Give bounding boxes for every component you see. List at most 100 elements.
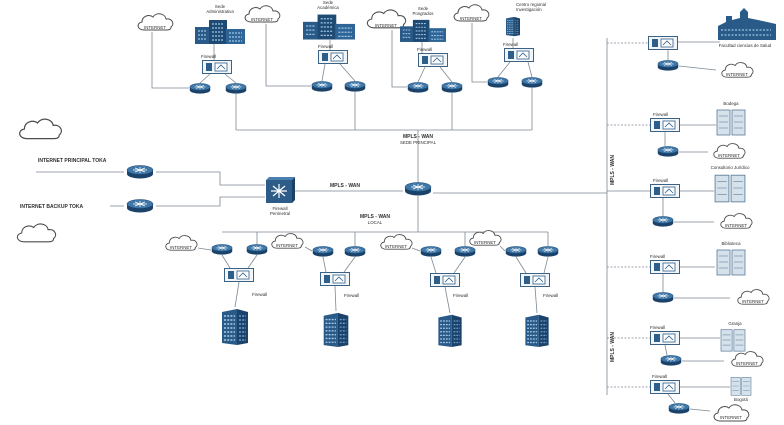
link-line — [156, 196, 265, 207]
router-icon — [652, 292, 674, 303]
link-line — [391, 30, 407, 88]
core-switch-icon — [265, 177, 295, 204]
firewall-icon — [318, 50, 348, 64]
link-line — [430, 256, 437, 274]
link-line — [534, 286, 538, 314]
link-line — [151, 32, 189, 89]
cloud-label: INTERNET — [726, 72, 748, 77]
link-line — [199, 73, 211, 84]
firewall-icon — [418, 53, 448, 67]
site-label: Investigación — [516, 7, 542, 12]
mpls-vertical-label: MPLS - WAN — [610, 332, 616, 362]
firewall-icon — [650, 118, 680, 132]
link-line — [321, 63, 326, 82]
cloud-label: INTERNET — [375, 23, 397, 28]
internet-principal-label: INTERNET PRINCIPAL TOKA — [38, 158, 107, 164]
firewall-icon — [224, 268, 254, 282]
site-label: Posgrados — [413, 11, 435, 16]
building-icon — [524, 314, 550, 347]
router-icon — [407, 82, 429, 93]
link-line — [221, 254, 231, 269]
firewall-label: Firewall — [652, 374, 667, 379]
link-line — [664, 344, 668, 356]
site-label: Facultad ciencias de Salud — [719, 43, 772, 48]
link-line — [411, 247, 421, 252]
connections — [36, 23, 730, 412]
firewall-icon — [202, 60, 232, 74]
link-line — [197, 247, 212, 251]
core-section: INTERNET PRINCIPAL TOKA INTERNET BACKUP … — [16, 118, 432, 243]
router-icon — [521, 77, 543, 88]
top-sites: INTERNET Sede Administrativa Firewall IN… — [137, 0, 546, 145]
link-line — [265, 24, 311, 87]
router-icon — [189, 83, 211, 94]
link-line — [234, 281, 240, 308]
mpls-sublabel: LOCAL — [368, 220, 383, 225]
link-line — [417, 66, 426, 83]
buildings-icon — [303, 13, 355, 40]
firewall-icon — [648, 36, 678, 50]
link-line — [439, 66, 453, 83]
cloud-label: INTERNET — [742, 299, 764, 304]
server-icon — [716, 249, 746, 276]
router-icon — [657, 60, 679, 71]
cloud-label: INTERNET — [736, 361, 758, 366]
cloud-label: INTERNET — [385, 244, 407, 249]
mpls-vertical-label: MPLS - WAN — [610, 155, 616, 185]
firewall-label: Firewall — [543, 293, 558, 298]
link-line — [515, 256, 527, 274]
firewall-label: Firewall — [201, 54, 216, 59]
firewall-label: Firewall — [344, 293, 359, 298]
router-icon — [657, 146, 679, 157]
site-label: Consultorio Jurídico — [711, 165, 750, 170]
site-label: Sede — [215, 4, 226, 9]
site-label: Sede — [323, 0, 334, 5]
server-icon — [720, 329, 746, 352]
firewall-icon — [650, 380, 680, 394]
link-line — [247, 254, 258, 269]
site-label: Bodega — [723, 101, 739, 106]
router-icon — [312, 246, 334, 257]
cloud-label: INTERNET — [460, 16, 482, 21]
link-line — [527, 61, 533, 78]
router-icon — [126, 199, 154, 213]
mpls-label: MPLS - WAN — [330, 183, 360, 189]
link-line — [497, 61, 511, 78]
link-line — [689, 408, 711, 412]
link-line — [453, 256, 466, 274]
router-icon — [311, 81, 333, 92]
firewall-label: Firewall — [417, 47, 432, 52]
link-line — [304, 246, 313, 252]
firewall-icon — [504, 48, 534, 62]
site-label: Granja — [728, 321, 742, 326]
router-icon — [454, 246, 476, 257]
cloud-label: INTERNET — [276, 243, 298, 248]
firewall-icon — [430, 273, 460, 287]
firewall-icon — [650, 260, 680, 274]
cloud-icon — [19, 118, 63, 140]
router-icon — [660, 355, 682, 366]
building-icon — [506, 16, 520, 37]
server-icon — [716, 109, 746, 136]
link-line — [678, 65, 717, 71]
link-line — [343, 256, 356, 273]
link-line — [224, 73, 237, 84]
link-line — [499, 245, 506, 252]
right-sites: MPLS - WAN MPLS - WAN Facultad ciencias … — [610, 8, 776, 422]
router-icon — [344, 246, 366, 257]
bottom-sites: MPLS - WAN LOCAL INTERNET INTERNET INTER… — [165, 214, 559, 347]
cloud-label: INTERNET — [720, 415, 742, 420]
link-line — [156, 171, 265, 186]
firewall-icon — [650, 331, 680, 345]
firewall-label: Firewall — [653, 112, 668, 117]
building-icon — [323, 312, 349, 347]
site-label: Biblioteca — [721, 241, 741, 246]
core-label: Perimetral — [270, 211, 290, 216]
link-line — [322, 256, 327, 273]
router-icon — [537, 246, 559, 257]
core-label: Firewall — [272, 206, 287, 211]
firewall-label: Firewall — [252, 292, 267, 297]
cloud-label: INTERNET — [251, 17, 273, 22]
firewall-label: Firewall — [503, 42, 518, 47]
